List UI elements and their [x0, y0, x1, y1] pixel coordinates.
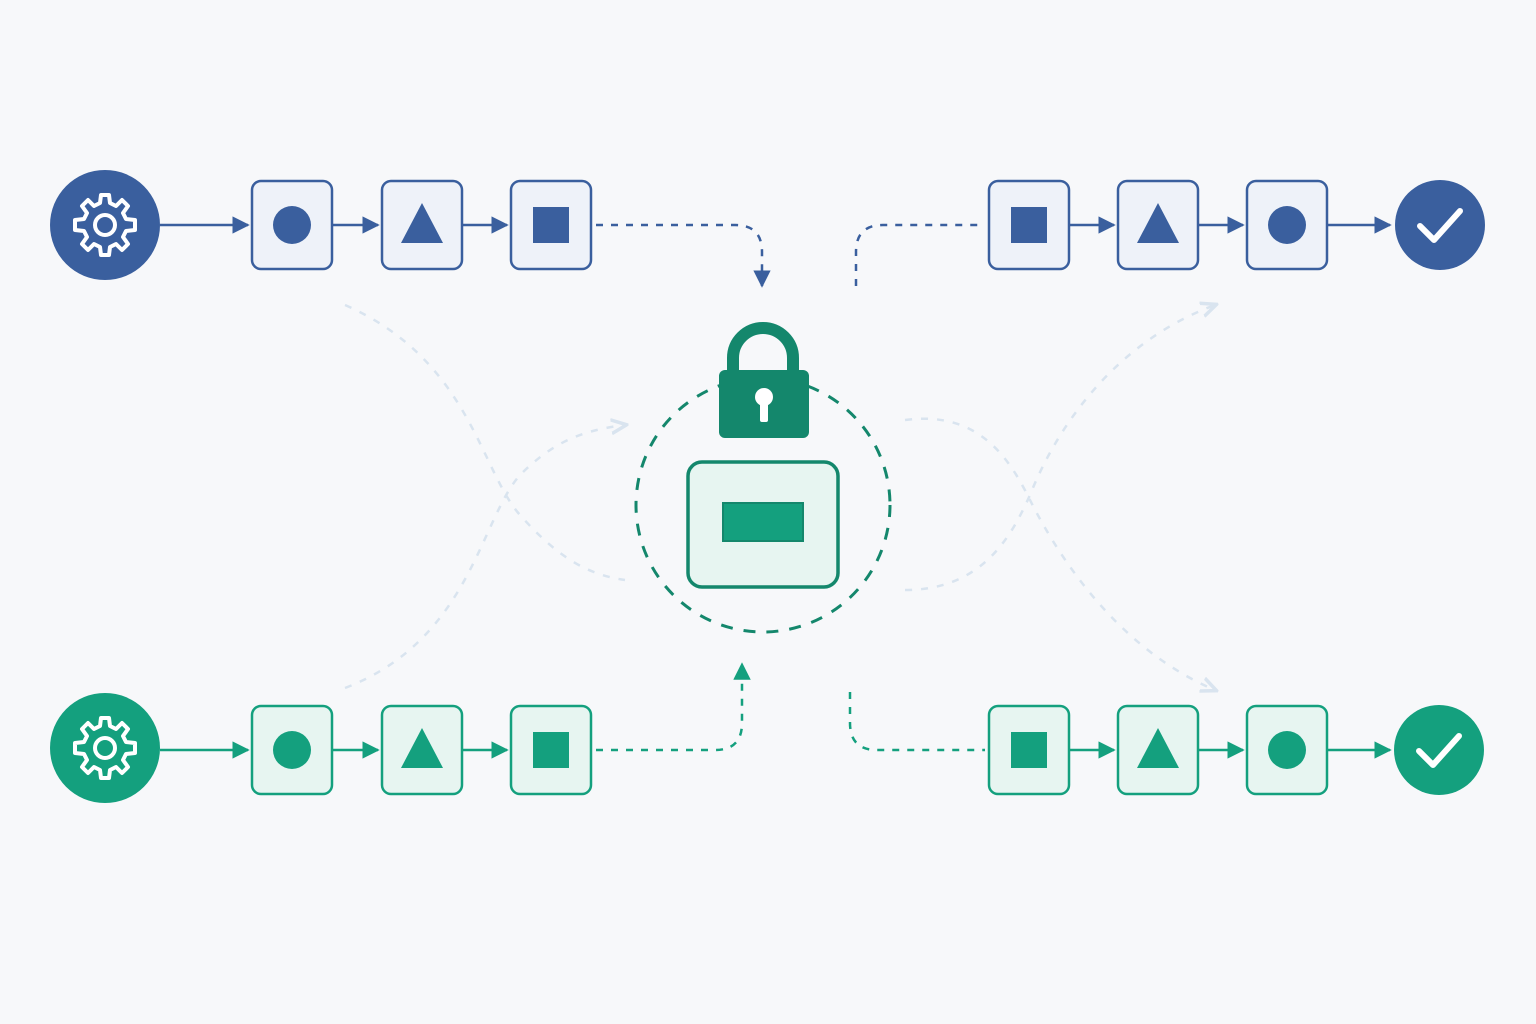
square-icon [533, 732, 569, 768]
step-node [250, 704, 334, 796]
locked-resource [634, 322, 892, 634]
step-node [987, 179, 1071, 271]
checkmark-icon [1416, 733, 1462, 768]
step-node [509, 704, 593, 796]
background-flow-lines [344, 305, 1215, 690]
start-node [50, 693, 160, 803]
step-node [509, 179, 593, 271]
triangle-icon [401, 203, 443, 243]
circle-icon [1268, 206, 1306, 244]
pipeline-top-right [854, 179, 1485, 286]
padlock-icon [719, 322, 809, 438]
pipeline-bottom-left [50, 662, 751, 803]
circle-icon [1268, 731, 1306, 769]
step-node [380, 179, 464, 271]
step-node [1116, 704, 1200, 796]
circle-icon [273, 731, 311, 769]
resource-box [686, 460, 840, 589]
square-icon [1011, 732, 1047, 768]
step-node [250, 179, 334, 271]
step-node [987, 704, 1071, 796]
start-node [50, 170, 160, 280]
square-icon [533, 207, 569, 243]
pipeline-bottom-right [848, 692, 1484, 796]
square-icon [1011, 207, 1047, 243]
step-node [1245, 179, 1329, 271]
checkmark-icon [1417, 208, 1463, 243]
circle-icon [273, 206, 311, 244]
resource-slot [722, 502, 804, 542]
triangle-icon [1137, 203, 1179, 243]
step-node [1116, 179, 1200, 271]
triangle-icon [401, 728, 443, 768]
pipeline-top-left [50, 170, 771, 288]
end-node [1394, 705, 1484, 795]
triangle-icon [1137, 728, 1179, 768]
end-node [1395, 180, 1485, 270]
step-node [1245, 704, 1329, 796]
step-node [380, 704, 464, 796]
